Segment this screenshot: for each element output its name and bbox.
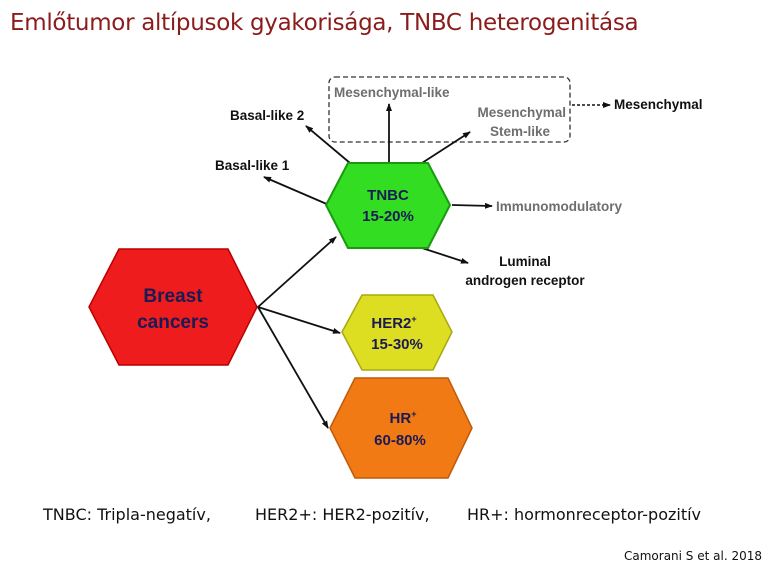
arrow-to-basal2 [305, 125, 351, 164]
slide-title: Emlőtumor altípusok gyakorisága, TNBC he… [10, 10, 639, 36]
her2-sup: + [411, 314, 416, 324]
arrow-to-msl [421, 131, 471, 164]
tnbc-label: TNBC [367, 187, 409, 204]
hr-sup: + [411, 409, 416, 419]
msl-label-line1: Mesenchymal [477, 105, 566, 120]
hr-percent: 60-80% [374, 432, 426, 449]
hr-hexagon [329, 377, 473, 479]
lar-label-line1: Luminal [499, 254, 551, 269]
hr-text: HR [390, 410, 412, 427]
basal-like-1-label: Basal-like 1 [215, 158, 290, 173]
breast-label-line2: cancers [137, 312, 209, 333]
legend-her2: HER2+: HER2-pozitív, [255, 505, 430, 524]
hr-label: HR+ [390, 409, 417, 427]
mesenchymal-group-box [328, 76, 571, 143]
lar-label-line2: androgen receptor [465, 273, 585, 288]
breast-cancers-hexagon [88, 248, 258, 366]
legend-hr: HR+: hormonreceptor-pozitív [467, 505, 702, 524]
arrow-to-immuno [451, 202, 493, 209]
arrow-breast-to-her2 [257, 306, 341, 334]
her2-text: HER2 [371, 315, 411, 332]
immunomodulatory-label: Immunomodulatory [496, 199, 622, 214]
mesenchymal-label: Mesenchymal [614, 97, 703, 112]
arrow-breast-to-tnbc [257, 236, 337, 308]
arrow-breast-to-hr [257, 306, 329, 429]
mesenchymal-like-label: Mesenchymal-like [334, 85, 450, 100]
tnbc-hexagon [324, 162, 452, 249]
arrow-to-lar [421, 247, 469, 264]
her2-hexagon [341, 294, 453, 371]
citation: Camorani S et al. 2018 [624, 549, 762, 563]
arrow-to-basal1 [263, 176, 330, 206]
her2-label: HER2+ [371, 314, 416, 332]
tnbc-percent: 15-20% [362, 208, 414, 225]
basal-like-2-label: Basal-like 2 [230, 108, 304, 123]
her2-percent: 15-30% [371, 336, 423, 353]
breast-label-line1: Breast [143, 286, 203, 307]
legend-tnbc: TNBC: Tripla-negatív, [43, 505, 211, 524]
msl-label-line2: Stem-like [490, 124, 551, 139]
